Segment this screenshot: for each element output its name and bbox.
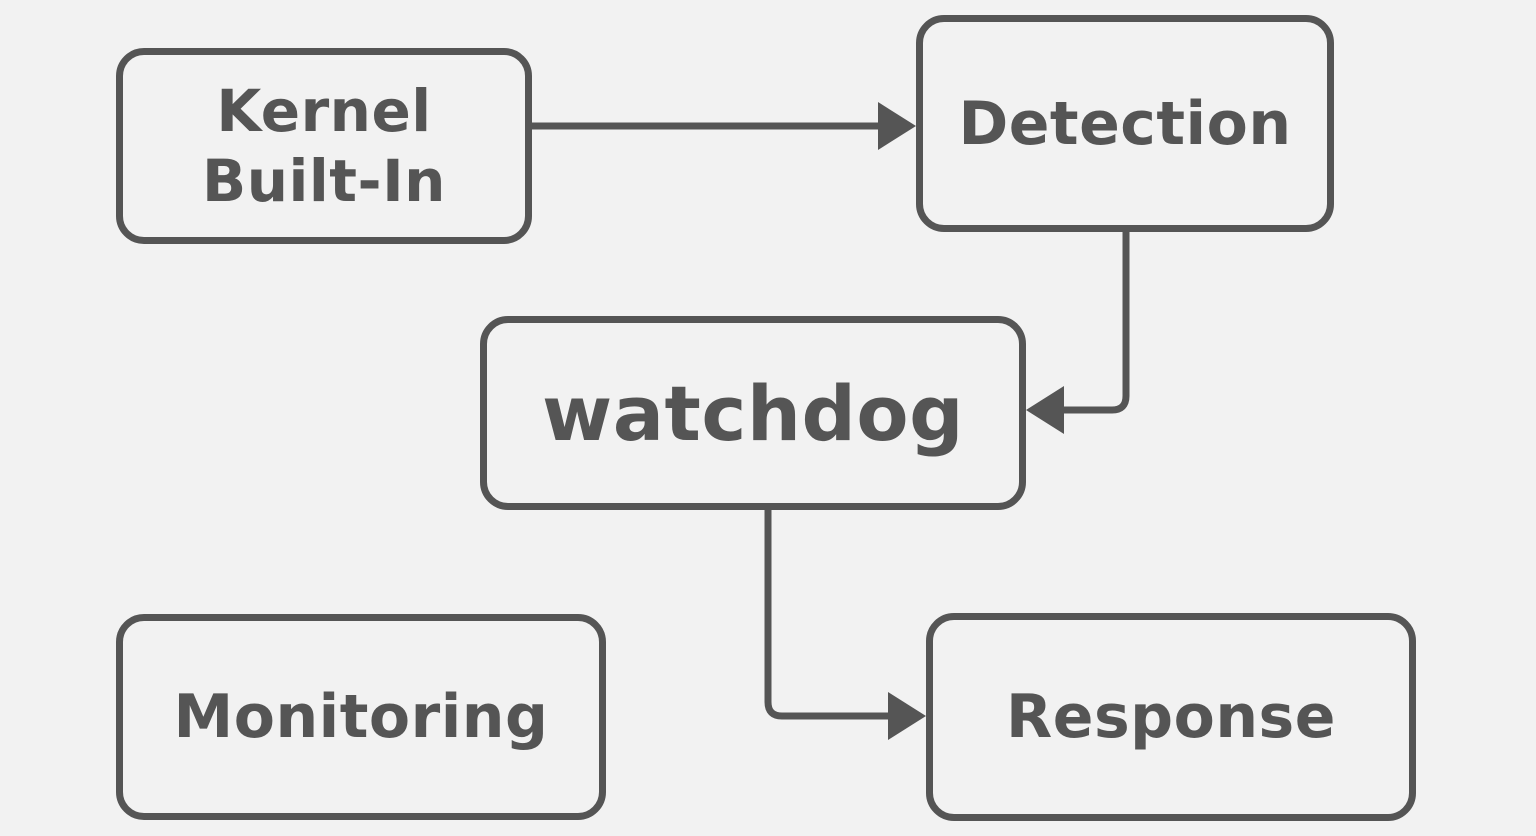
edge-watchdog-to-response	[764, 508, 926, 740]
node-kernel-line1: Kernel	[216, 77, 432, 145]
node-watchdog-label: watchdog	[542, 368, 964, 458]
arrowhead-right-icon	[878, 102, 916, 150]
node-detection: Detection	[916, 15, 1334, 232]
node-response: Response	[926, 613, 1416, 821]
arrowhead-left-icon	[1026, 386, 1064, 434]
edge-detection-to-watchdog	[1026, 230, 1130, 434]
arrowhead-right-icon	[888, 692, 926, 740]
node-detection-label: Detection	[958, 88, 1292, 159]
edge-kernel-to-detection	[530, 102, 916, 150]
node-kernel-line2: Built-In	[202, 147, 446, 215]
node-monitoring: Monitoring	[116, 614, 606, 820]
node-monitoring-label: Monitoring	[173, 682, 549, 752]
node-watchdog: watchdog	[480, 316, 1026, 510]
node-kernel-built-in: Kernel Built-In	[116, 48, 532, 244]
node-response-label: Response	[1006, 682, 1336, 752]
